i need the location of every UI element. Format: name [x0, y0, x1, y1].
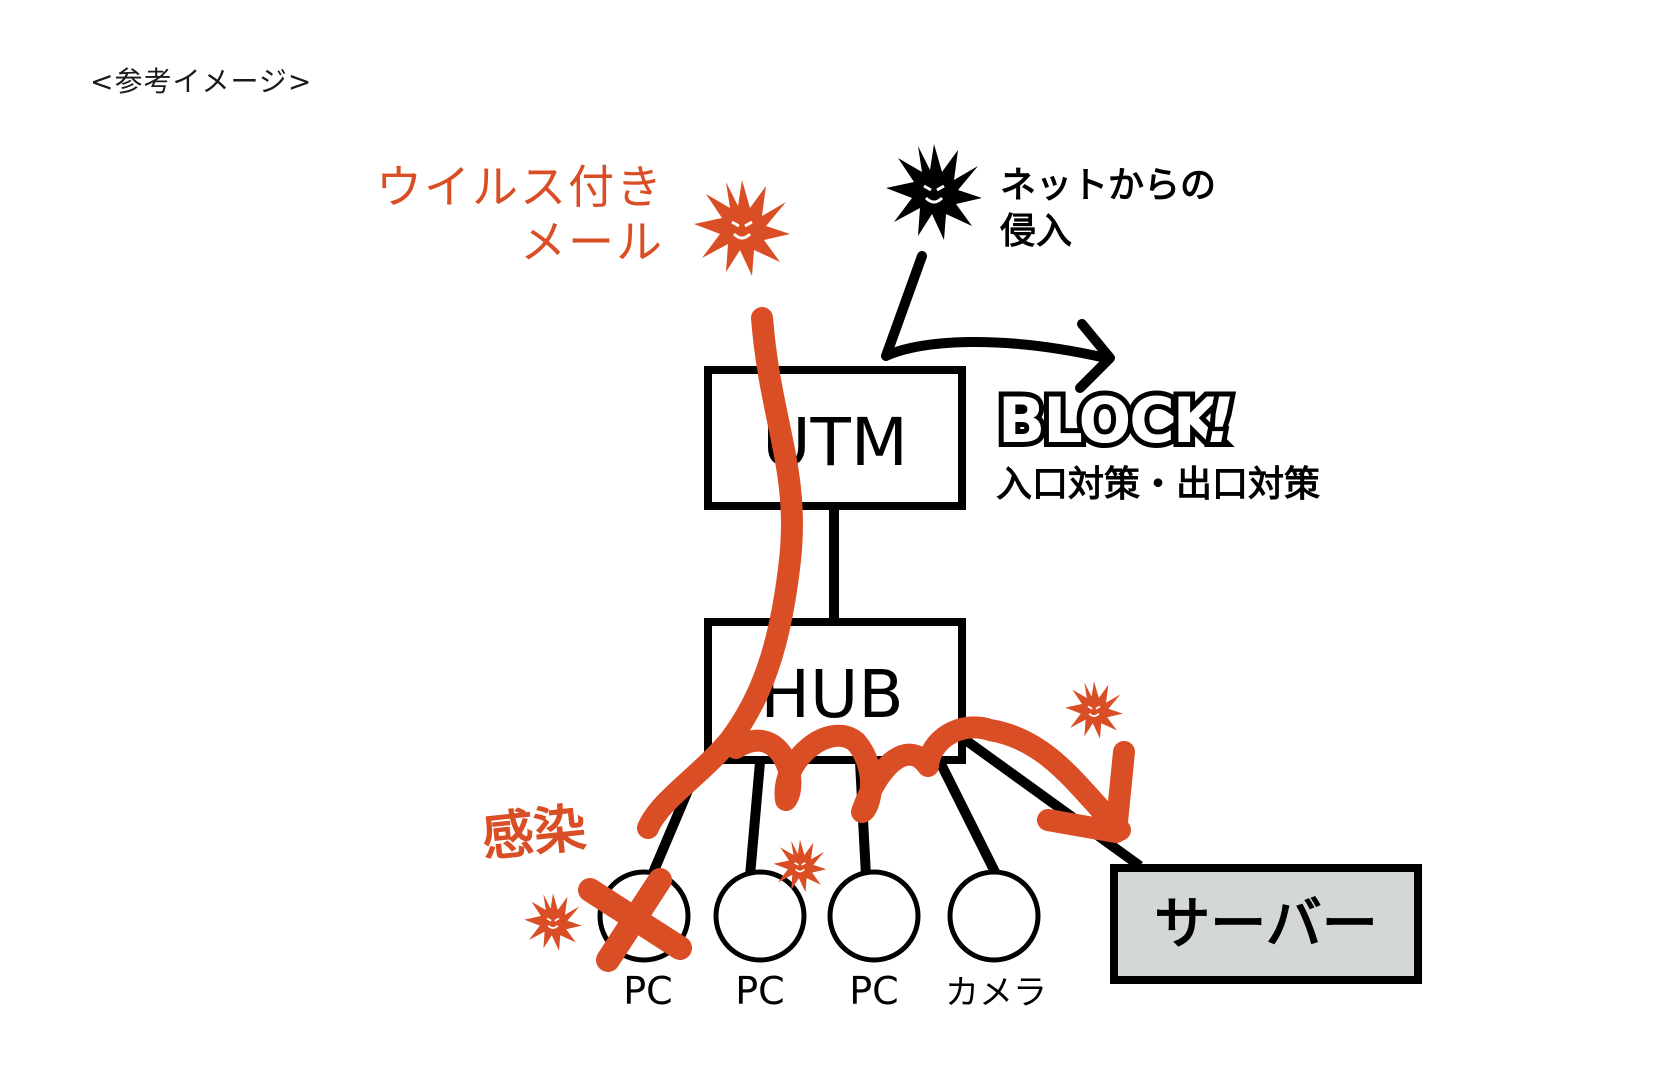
spread-arrowhead — [1037, 741, 1135, 843]
camera-circle — [947, 869, 1041, 963]
cross-icon — [578, 868, 692, 972]
virus-icon — [884, 142, 984, 242]
block-label-group: BLOCK ! — [993, 379, 1239, 462]
hub-pc2-link — [745, 761, 765, 877]
utm-box — [704, 366, 966, 510]
server-box — [1110, 864, 1422, 984]
utm-node: UTM — [704, 366, 966, 510]
spread-route — [725, 716, 1131, 841]
server-node: サーバー — [1110, 864, 1422, 984]
device-camera: カメラ — [945, 869, 1047, 1013]
infection-path — [637, 307, 1135, 843]
arrow-icon — [1075, 319, 1115, 393]
virus-icon — [1064, 680, 1124, 740]
device-pc3: PC — [827, 869, 921, 1013]
net-intrusion-label-2: 侵入 — [999, 211, 1072, 252]
pc2-label: PC — [735, 969, 784, 1013]
device-pc2: PC — [713, 869, 807, 1013]
virus-mail-route — [637, 307, 803, 839]
virus-mail-label-1: ウイルス付き — [376, 160, 664, 214]
pc2-circle — [713, 869, 807, 963]
infection-label: 感染 — [479, 798, 589, 869]
block-exclamation: ! — [1206, 384, 1234, 457]
pc3-circle — [827, 869, 921, 963]
hub-server-link — [957, 731, 1143, 871]
virus-mail-label-2: メール — [520, 215, 664, 269]
server-label: サーバー — [1154, 892, 1377, 957]
intrusion-arrow — [881, 251, 1115, 393]
page-caption: <参考イメージ> — [90, 65, 313, 98]
virus-icon — [692, 178, 792, 278]
virus-icon — [523, 892, 583, 952]
net-intrusion-label-1: ネットからの — [1000, 165, 1216, 206]
hub-camera-link — [935, 759, 1001, 877]
intrusion-path — [881, 251, 1111, 363]
hub-label: HUB — [760, 656, 903, 733]
pc1-label: PC — [623, 969, 672, 1013]
pc3-label: PC — [849, 969, 898, 1013]
countermeasure-label: 入口対策・出口対策 — [996, 464, 1320, 505]
camera-label: カメラ — [945, 973, 1047, 1013]
block-label: BLOCK — [998, 384, 1223, 457]
